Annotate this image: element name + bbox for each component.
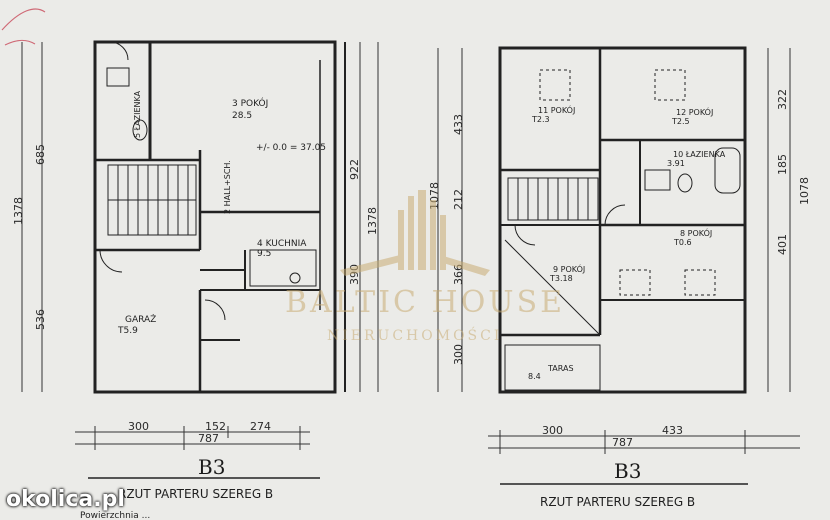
room-label: 4 KUCHNIA [257, 239, 307, 249]
kitchen-counter [249, 249, 317, 287]
dim-label: 401 [776, 234, 789, 255]
bathtub [714, 147, 741, 194]
toilet [677, 173, 693, 193]
watermark-sub: NIERUCHOMOŚCI [327, 326, 502, 344]
room-area: T2.5 [671, 117, 690, 126]
dim-label: 274 [250, 420, 271, 433]
right-plan-horizontal-dims [488, 430, 800, 454]
right-plan-vertical-dims [437, 48, 791, 392]
dim-label: 1378 [366, 207, 379, 235]
skylight [684, 269, 716, 296]
left-outer-wall [93, 40, 337, 394]
room-area: T2.3 [531, 115, 550, 124]
left-plan-horizontal-dims [75, 426, 310, 450]
terrace-outline [504, 344, 601, 391]
dim-label: 300 [128, 420, 149, 433]
skylight [654, 69, 686, 101]
watermark-logo [340, 190, 490, 276]
door-swing [204, 299, 226, 321]
dim-label: 366 [452, 264, 465, 285]
stairs [107, 164, 197, 236]
dim-label: 536 [34, 309, 47, 330]
dim-label: 1078 [798, 177, 811, 205]
right-outer-wall [498, 46, 747, 394]
room-label: 5 ŁAZIENKA [133, 90, 142, 138]
room-label: GARAŻ [125, 314, 156, 325]
skylight [619, 269, 651, 296]
dim-label: 212 [452, 189, 465, 210]
dim-label: 787 [198, 432, 219, 445]
dim-label: 685 [34, 144, 47, 165]
skylight [539, 69, 571, 101]
toilet [132, 119, 148, 141]
door-swing [604, 204, 626, 226]
left-room-labels: 3 POKÓJ 28.5 +/- 0.0 = 37.05 5 ŁAZIENKA … [117, 90, 326, 336]
plan-code: B3 [614, 459, 641, 483]
roof-line [504, 239, 601, 336]
room-area: 8.4 [528, 372, 541, 381]
plan-subtitle: Powierzchnia ... [80, 511, 150, 520]
door-swing [514, 224, 536, 246]
dim-label: 1378 [12, 197, 25, 225]
left-floor-plan [93, 40, 346, 394]
room-area: T3.18 [549, 274, 573, 283]
room-area: 9.5 [257, 249, 271, 259]
room-area: 28.5 [232, 111, 252, 121]
room-area: T0.6 [673, 238, 692, 247]
plan-title: RZUT PARTERU SZEREG B [540, 495, 695, 509]
door-swing [109, 41, 129, 61]
washbasin [106, 67, 130, 87]
room-label: 2 HALL+SCH. [223, 160, 232, 214]
room-label: 9 POKÓJ [553, 263, 585, 274]
plan-title: RZUT PARTERU SZEREG B [118, 487, 273, 501]
door-swing [99, 249, 123, 273]
washbasin [644, 169, 671, 191]
dim-label: 185 [776, 154, 789, 175]
dim-label: 922 [348, 159, 361, 180]
right-floor-plan [498, 46, 747, 394]
floor-level: +/- 0.0 = 37.05 [256, 143, 326, 153]
room-area: T5.9 [117, 326, 138, 336]
dim-label: 787 [612, 436, 633, 449]
watermark-brand: BALTIC HOUSE [285, 285, 565, 320]
room-label: 3 POKÓJ [232, 97, 268, 109]
stairs [507, 177, 599, 221]
dim-label: 322 [776, 89, 789, 110]
dim-label: 433 [662, 424, 683, 437]
dim-label: 433 [452, 114, 465, 135]
plan-code: B3 [198, 455, 225, 479]
right-room-labels: 11 POKÓJ T2.3 12 POKÓJ T2.5 10 ŁAZIENKA … [528, 104, 726, 381]
dim-label: 300 [542, 424, 563, 437]
room-label: 11 POKÓJ [538, 104, 575, 115]
sink [289, 272, 301, 284]
source-logo: okolica.pl [6, 487, 125, 512]
room-label: TARAS [547, 364, 574, 373]
dim-label: 300 [452, 344, 465, 365]
stamp-mark [1, 8, 46, 46]
left-plan-vertical-dims [21, 42, 379, 392]
room-label: 8 POKÓJ [680, 227, 712, 238]
dim-label: 152 [205, 420, 226, 433]
room-label: 12 POKÓJ [676, 106, 713, 117]
room-area: 3.91 [667, 159, 685, 168]
room-label: 10 ŁAZIENKA [673, 150, 726, 159]
